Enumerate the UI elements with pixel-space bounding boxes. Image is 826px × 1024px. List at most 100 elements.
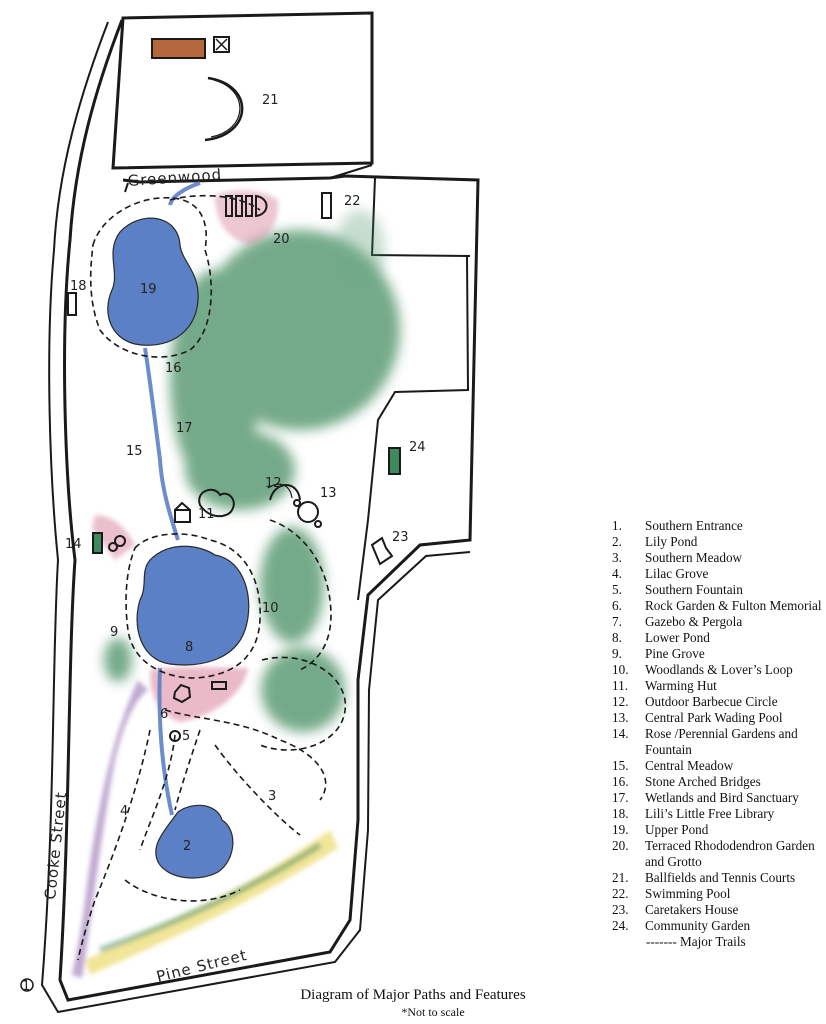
barbecue-circle — [269, 484, 301, 501]
structures — [67, 192, 401, 742]
legend-item-number: 4. — [612, 566, 622, 581]
legend-item-label: Woodlands & Lover’s Loop — [645, 662, 793, 677]
feature-label-22: 22 — [344, 194, 361, 209]
legend-item-label: Upper Pond — [645, 822, 709, 837]
legend-item: 23. Caretakers House — [612, 902, 822, 918]
swimming-pool-icon — [321, 192, 332, 219]
feature-label-9: 9 — [110, 625, 118, 640]
legend-item-number: 15. — [612, 758, 629, 773]
legend-item-number: 2. — [612, 534, 622, 549]
legend-item-label: Pine Grove — [645, 646, 705, 661]
legend-item-label: Community Garden — [645, 918, 751, 933]
legend-item-label: Southern Meadow — [645, 550, 743, 565]
legend-item-label: Caretakers House — [645, 902, 739, 917]
legend-item: 11. Warming Hut — [612, 678, 822, 694]
legend-item-number: 7. — [612, 614, 622, 629]
legend-item: 17. Wetlands and Bird Sanctuary — [612, 790, 822, 806]
lower-pond — [136, 545, 250, 666]
legend-item-number: 5. — [612, 582, 622, 597]
feature-label-24: 24 — [409, 440, 426, 455]
legend-item-label: Rock Garden & Fulton Memorial — [645, 598, 822, 613]
wading-pool-icon — [297, 501, 319, 523]
legend-item-label: Ballfields and Tennis Courts — [645, 870, 796, 885]
legend-item-number: 14. — [612, 726, 629, 741]
caretakers-house-icon — [370, 536, 394, 566]
legend-item: 15.Central Meadow — [612, 758, 822, 774]
legend-item-label: Wetlands and Bird Sanctuary — [645, 790, 799, 805]
feature-label-18: 18 — [70, 279, 87, 294]
feature-label-5: 5 — [182, 729, 190, 744]
legend-item: 1.Southern Entrance — [612, 518, 822, 534]
legend-item-number: 19. — [612, 822, 629, 837]
feature-label-6: 6 — [160, 707, 168, 722]
legend-item-number: 16. — [612, 774, 629, 789]
legend-item-label: Stone Arched Bridges — [645, 774, 761, 789]
feature-label-2: 2 — [183, 839, 191, 854]
feature-label-21: 21 — [262, 93, 279, 108]
lily-pond — [155, 804, 234, 879]
ballfields-block — [111, 11, 374, 170]
legend-item-number: 11. — [612, 678, 628, 693]
legend-item: 19. Upper Pond — [612, 822, 822, 838]
legend-item: 3. Southern Meadow — [612, 550, 822, 566]
legend-item: 13.Central Park Wading Pool — [612, 710, 822, 726]
legend-item-label: Southern Entrance — [645, 518, 743, 533]
map-title: Diagram of Major Paths and Features — [300, 987, 526, 1003]
legend-item-label: Terraced Rhododendron Garden and Grotto — [645, 838, 815, 869]
street-greenwood: Greenwood — [127, 165, 223, 190]
legend-item-number: 21. — [612, 870, 629, 885]
legend-item-number: 17. — [612, 790, 629, 805]
legend-item-label: Rose /Perennial Gardens and Fountain — [645, 726, 798, 757]
major-trails — [77, 194, 346, 961]
legend-item-label: Central Park Wading Pool — [645, 710, 783, 725]
feature-label-11: 11 — [198, 507, 215, 522]
building-icon — [151, 38, 206, 59]
feature-label-17: 17 — [176, 421, 193, 436]
feature-label-1: 1 — [22, 979, 30, 994]
legend-item-number: 23. — [612, 902, 629, 917]
pergola-icon — [211, 681, 227, 690]
legend-item-number: 18. — [612, 806, 629, 821]
legend-item-label: Swimming Pool — [645, 886, 731, 901]
feature-label-20: 20 — [273, 232, 290, 247]
legend-item: 7. Gazebo & Pergola — [612, 614, 822, 630]
little-free-library-icon — [67, 292, 77, 316]
legend-item: 8.Lower Pond — [612, 630, 822, 646]
feature-label-15: 15 — [126, 444, 143, 459]
warming-hut-icon — [174, 501, 191, 523]
legend-item-number: 3. — [612, 550, 622, 565]
structure-icon — [213, 36, 230, 53]
legend-item-label: Lily Pond — [645, 534, 698, 549]
legend-item: 14. Rose /Perennial Gardens and Fountain — [612, 726, 822, 758]
upper-pond — [107, 217, 199, 346]
rose-garden-icon — [92, 532, 103, 554]
legend-item-label: Warming Hut — [645, 678, 717, 693]
feature-label-23: 23 — [392, 530, 409, 545]
legend-item: 22. Swimming Pool — [612, 886, 822, 902]
legend-item: 24.Community Garden — [612, 918, 822, 934]
legend-item-label: Gazebo & Pergola — [645, 614, 743, 629]
ballfield-arc — [204, 76, 244, 142]
ponds — [107, 217, 250, 879]
legend-item: 18. Lili’s Little Free Library — [612, 806, 822, 822]
legend-item-number: 22. — [612, 886, 629, 901]
legend-item-label: Lili’s Little Free Library — [645, 806, 775, 821]
legend-item: 21. Ballfields and Tennis Courts — [612, 870, 822, 886]
gazebo-icon — [172, 683, 192, 704]
feature-labels: 1 2 3 4 5 6 7 8 9 10 11 12 13 14 15 16 1… — [22, 93, 426, 994]
legend-item: 5.Southern Fountain — [612, 582, 822, 598]
fountain-icon — [169, 730, 181, 742]
feature-label-8: 8 — [185, 640, 193, 655]
legend-trails: ------- Major Trails — [646, 934, 746, 949]
park-boundary — [40, 19, 480, 1014]
streams — [143, 181, 201, 816]
legend-item-number: 12. — [612, 694, 629, 709]
feature-label-14: 14 — [65, 537, 82, 552]
feature-label-3: 3 — [268, 789, 276, 804]
feature-label-13: 13 — [320, 486, 337, 501]
legend-item: 4.Lilac Grove — [612, 566, 822, 582]
community-garden-icon — [388, 447, 401, 475]
legend-item-number: 10. — [612, 662, 629, 677]
